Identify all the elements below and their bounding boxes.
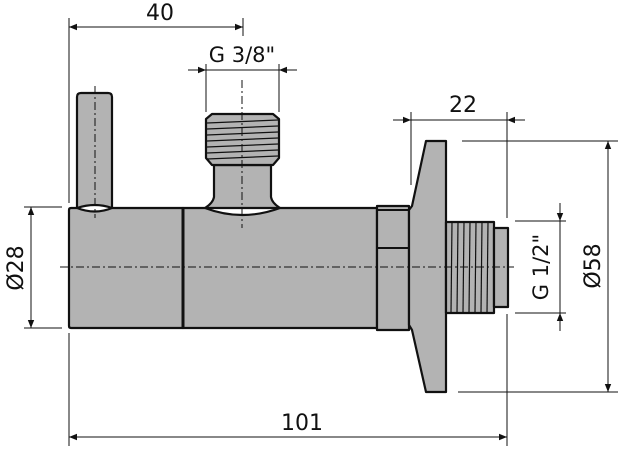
dim-label-101: 101 — [281, 411, 323, 436]
dim-label-22: 22 — [449, 93, 477, 118]
dim-label-40: 40 — [146, 1, 174, 26]
dim-label-d58: Ø58 — [581, 243, 606, 288]
dim-label-g38: G 3/8" — [209, 43, 275, 67]
dimension-d58: Ø58 — [581, 141, 612, 392]
valve-body — [67, 204, 411, 332]
dimension-40: 40 — [69, 1, 243, 31]
center-lines — [60, 80, 514, 268]
dim-label-g12: G 1/2" — [529, 234, 553, 300]
extension-lines — [24, 18, 618, 446]
dimension-101: 101 — [69, 411, 507, 441]
inlet-thread — [444, 220, 510, 315]
dim-label-d28: Ø28 — [4, 245, 29, 290]
dimension-g38: G 3/8" — [188, 43, 297, 74]
dimension-22: 22 — [393, 93, 525, 124]
dimension-d28: Ø28 — [4, 207, 35, 328]
dimension-g12: G 1/2" — [529, 203, 564, 331]
